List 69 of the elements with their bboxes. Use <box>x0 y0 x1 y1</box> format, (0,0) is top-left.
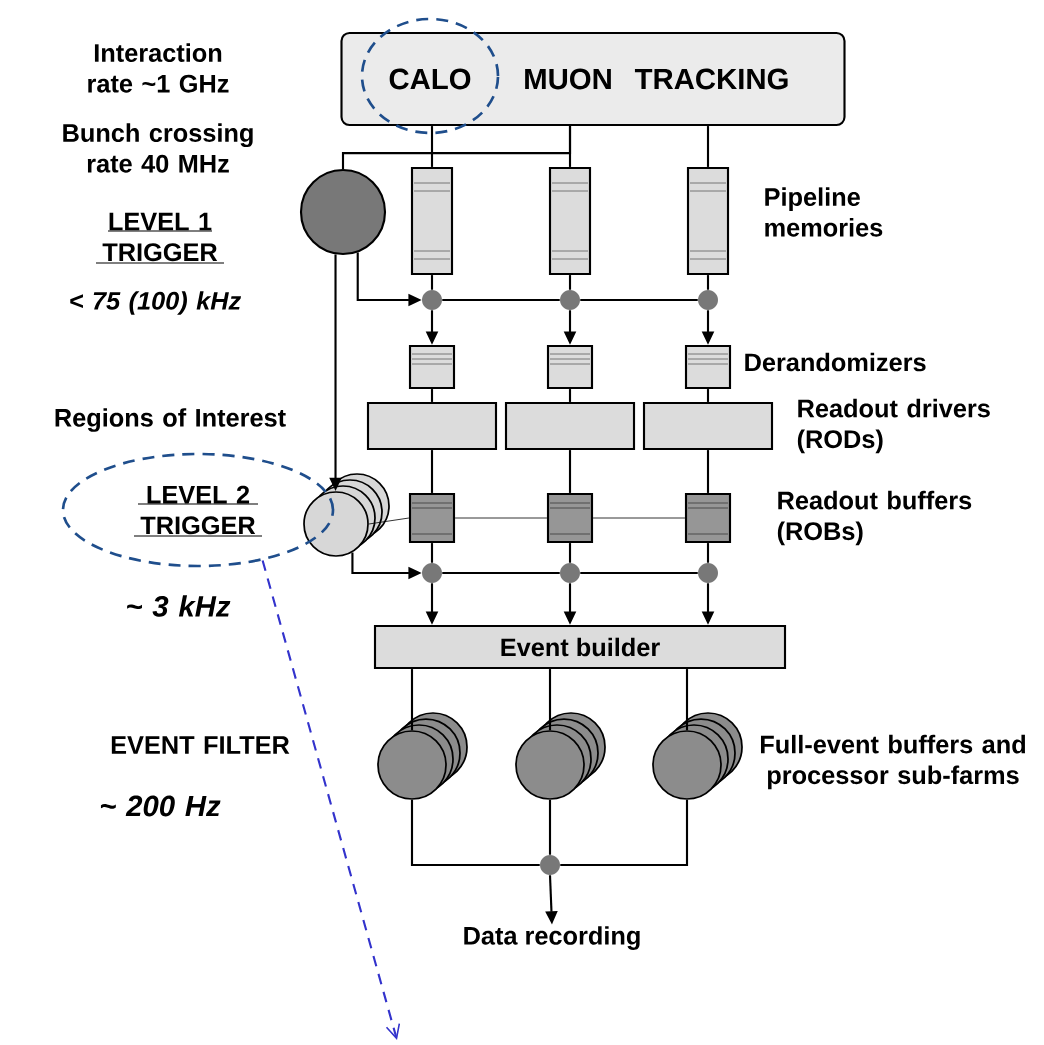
connector-line <box>706 126 710 167</box>
connector-line <box>430 126 434 167</box>
connector-line <box>568 450 572 493</box>
connector-line <box>568 389 572 402</box>
junction-dot <box>560 290 580 310</box>
connector-line <box>442 298 560 302</box>
connector-line <box>548 799 552 855</box>
processor-stack <box>515 712 606 800</box>
connector-line <box>442 571 560 575</box>
connector-line <box>706 543 710 563</box>
connector-line <box>430 450 434 493</box>
readout-buffer-box <box>408 492 456 544</box>
connector-line <box>430 275 434 290</box>
arrow <box>261 560 401 1040</box>
connector-line <box>706 450 710 493</box>
derandomizer-box <box>408 344 456 390</box>
junction-dot <box>698 563 718 583</box>
trigger-circle <box>299 168 387 256</box>
rate-label: < 75 (100) kHz <box>70 291 241 315</box>
stage-label: Full-event buffers and processor sub-farms <box>761 734 1026 790</box>
rate-label: ~ 200 Hz <box>100 795 221 817</box>
derandomizer-box <box>684 344 732 390</box>
connector-line <box>568 543 572 563</box>
connector-line <box>454 517 548 519</box>
connector-line <box>368 517 410 525</box>
signal-label: Regions of Interest <box>55 408 286 432</box>
junction-dot <box>560 563 580 583</box>
readout-buffer-box <box>546 492 594 544</box>
processor-stack <box>377 712 468 800</box>
junction-dot <box>422 290 442 310</box>
connector-line <box>580 298 698 302</box>
pipeline-memory <box>686 166 730 276</box>
output-label: Data recording <box>464 926 640 950</box>
derandomizer-box <box>546 344 594 390</box>
connector-line <box>685 669 689 731</box>
connector-line <box>410 669 414 731</box>
rate-label: Bunch crossing rate 40 MHz <box>63 123 253 173</box>
connector-line <box>592 517 686 519</box>
connector-line <box>580 571 698 575</box>
junction-dot <box>698 290 718 310</box>
stage-heading: LEVEL 1 TRIGGER <box>95 212 225 264</box>
event-builder-box: Event builder <box>373 624 787 670</box>
connector-line <box>568 275 572 290</box>
stage-label: Readout buffers (ROBs) <box>777 490 972 546</box>
processor-stack <box>652 712 743 800</box>
connector-line <box>430 389 434 402</box>
stage-heading: EVENT FILTER <box>111 736 290 754</box>
connector-line <box>410 799 540 867</box>
connector-line <box>430 543 434 563</box>
stage-label: Readout drivers (RODs) <box>797 398 990 454</box>
stage-label: Derandomizers <box>745 352 926 372</box>
rate-label: Interaction rate ~1 GHz <box>88 43 229 93</box>
connector-line <box>706 389 710 402</box>
readout-driver-box <box>504 401 636 451</box>
stage-label: Pipeline memories <box>765 187 883 237</box>
junction-dot <box>422 563 442 583</box>
readout-driver-box <box>642 401 774 451</box>
rate-label: ~ 3 kHz <box>127 595 231 617</box>
connector-line <box>341 126 572 169</box>
processor-stack <box>303 473 390 557</box>
connector-line <box>560 799 689 867</box>
connector-line <box>706 275 710 290</box>
pipeline-memory <box>410 166 454 276</box>
connector-line <box>548 669 552 731</box>
detector-box: CALO MUON TRACKING <box>340 31 846 127</box>
pipeline-memory <box>548 166 592 276</box>
readout-buffer-box <box>684 492 732 544</box>
readout-driver-box <box>366 401 498 451</box>
junction-dot <box>540 855 560 875</box>
